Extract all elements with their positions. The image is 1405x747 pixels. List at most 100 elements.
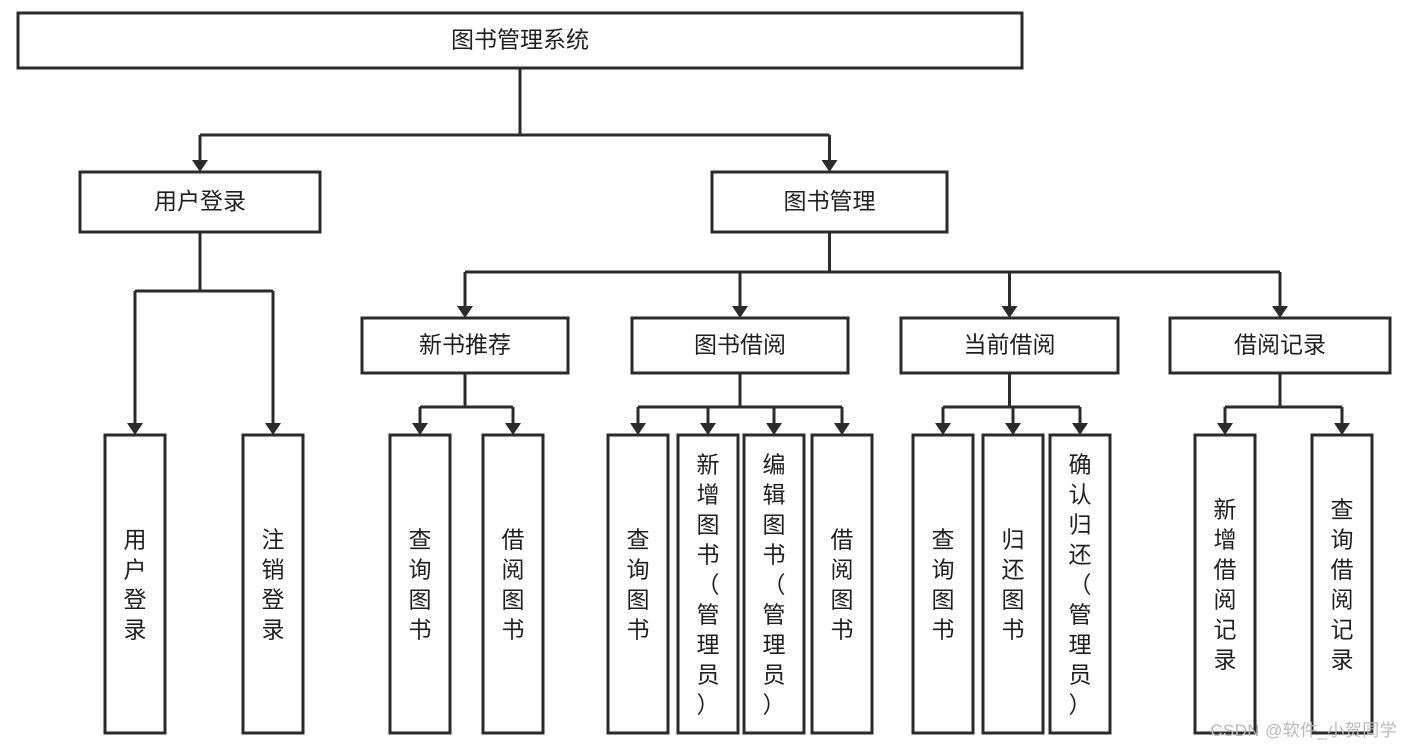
label-char: 注 (262, 526, 285, 552)
label-char: 员 (763, 661, 786, 687)
label-char: ） (763, 691, 786, 717)
label-char: 管 (1069, 601, 1092, 627)
node-box[interactable] (710, 170, 949, 234)
node-box[interactable] (388, 433, 452, 735)
node-label: 归还图书 (1002, 526, 1025, 642)
node-borrow[interactable]: 图书借阅 (630, 316, 850, 375)
node-l-login[interactable]: 用户登录 (103, 433, 167, 735)
node-label: 借阅图书 (502, 526, 525, 642)
edge-arrowhead (412, 423, 428, 435)
label-char: 阅 (831, 556, 854, 582)
node-box[interactable] (78, 170, 322, 234)
node-b-add[interactable]: 新增图书（管理员） (676, 433, 740, 735)
label-char: 还 (1069, 541, 1092, 567)
node-box[interactable] (981, 433, 1045, 735)
node-label: 图书管理 (784, 188, 876, 214)
node-label: 查询图书 (409, 526, 432, 642)
edge-group-bookmgmt (457, 232, 1288, 318)
node-label: 借阅记录 (1234, 332, 1326, 358)
edge-arrowhead (1005, 423, 1021, 435)
label-char: 新 (697, 451, 720, 477)
node-box[interactable] (1048, 433, 1112, 735)
label-char: 阅 (502, 556, 525, 582)
label-char: 理 (1069, 631, 1092, 657)
node-label: 图书借阅 (694, 332, 786, 358)
label-char: 确 (1069, 451, 1092, 477)
node-c-confirm[interactable]: 确认归还（管理员） (1048, 433, 1112, 735)
edge-arrowhead (1334, 423, 1350, 435)
node-c-query[interactable]: 查询图书 (911, 433, 975, 735)
label-char: 阅 (1331, 586, 1354, 612)
node-box[interactable] (911, 433, 975, 735)
edge-arrowhead (265, 423, 281, 435)
label-char: 增 (697, 481, 720, 507)
node-box[interactable] (810, 433, 874, 735)
node-box[interactable] (676, 433, 740, 735)
node-box[interactable] (360, 316, 570, 375)
label-char: 员 (697, 661, 720, 687)
node-root[interactable]: 图书管理系统 (16, 11, 1024, 70)
node-box[interactable] (1168, 316, 1392, 375)
node-label: 用户登录 (154, 188, 246, 214)
label-char: ） (697, 691, 720, 717)
label-char: 登 (262, 586, 285, 612)
node-label: 新增图书（管理员） (697, 451, 720, 717)
node-label: 当前借阅 (964, 332, 1056, 358)
label-char: 书 (932, 616, 955, 642)
node-box[interactable] (742, 433, 806, 735)
label-char: 查 (409, 526, 432, 552)
node-newbook[interactable]: 新书推荐 (360, 316, 570, 375)
label-char: 图 (1002, 586, 1025, 612)
edge-group-records (1217, 373, 1350, 435)
node-box[interactable] (606, 433, 670, 735)
label-char: 录 (124, 616, 147, 642)
edge-arrowhead (1217, 423, 1233, 435)
node-c-return[interactable]: 归还图书 (981, 433, 1045, 735)
node-box[interactable] (16, 11, 1024, 70)
label-char: （ (697, 571, 720, 597)
node-label: 图书管理系统 (451, 27, 589, 53)
node-b-borrow[interactable]: 借阅图书 (810, 433, 874, 735)
edge-group-current (935, 373, 1088, 435)
node-bookmgmt[interactable]: 图书管理 (710, 170, 949, 234)
label-char: 图 (409, 586, 432, 612)
label-char: 认 (1069, 481, 1092, 507)
node-box[interactable] (1193, 433, 1257, 735)
node-r-query[interactable]: 查询借阅记录 (1310, 433, 1374, 735)
node-box[interactable] (481, 433, 545, 735)
node-n-borrow[interactable]: 借阅图书 (481, 433, 545, 735)
label-char: 新 (1214, 496, 1237, 522)
label-char: 图 (763, 511, 786, 537)
node-l-logout[interactable]: 注销登录 (241, 433, 305, 735)
node-box[interactable] (1310, 433, 1374, 735)
label-char: 录 (262, 616, 285, 642)
edge-arrowhead (1072, 423, 1088, 435)
label-char: 登 (124, 586, 147, 612)
label-char: 用 (124, 526, 147, 552)
edge-arrowhead (127, 423, 143, 435)
node-login[interactable]: 用户登录 (78, 170, 322, 234)
node-label: 查询借阅记录 (1331, 496, 1354, 672)
node-r-add[interactable]: 新增借阅记录 (1193, 433, 1257, 735)
label-char: 图 (627, 586, 650, 612)
label-char: 图 (697, 511, 720, 537)
node-records[interactable]: 借阅记录 (1168, 316, 1392, 375)
edge-arrowhead (1001, 306, 1018, 318)
label-char: 管 (763, 601, 786, 627)
edge-group-newbook (412, 373, 521, 435)
node-box[interactable] (630, 316, 850, 375)
node-box[interactable] (241, 433, 305, 735)
label-char: 录 (1331, 646, 1354, 672)
node-box[interactable] (899, 316, 1120, 375)
node-label: 注销登录 (262, 526, 285, 642)
node-current[interactable]: 当前借阅 (899, 316, 1120, 375)
label-char: 理 (763, 631, 786, 657)
label-char: 书 (1002, 616, 1025, 642)
edge-arrowhead (821, 160, 838, 172)
node-label: 确认归还（管理员） (1069, 451, 1092, 717)
node-n-query[interactable]: 查询图书 (388, 433, 452, 735)
node-b-query[interactable]: 查询图书 (606, 433, 670, 735)
node-b-edit[interactable]: 编辑图书（管理员） (742, 433, 806, 735)
label-char: 录 (1214, 646, 1237, 672)
node-box[interactable] (103, 433, 167, 735)
